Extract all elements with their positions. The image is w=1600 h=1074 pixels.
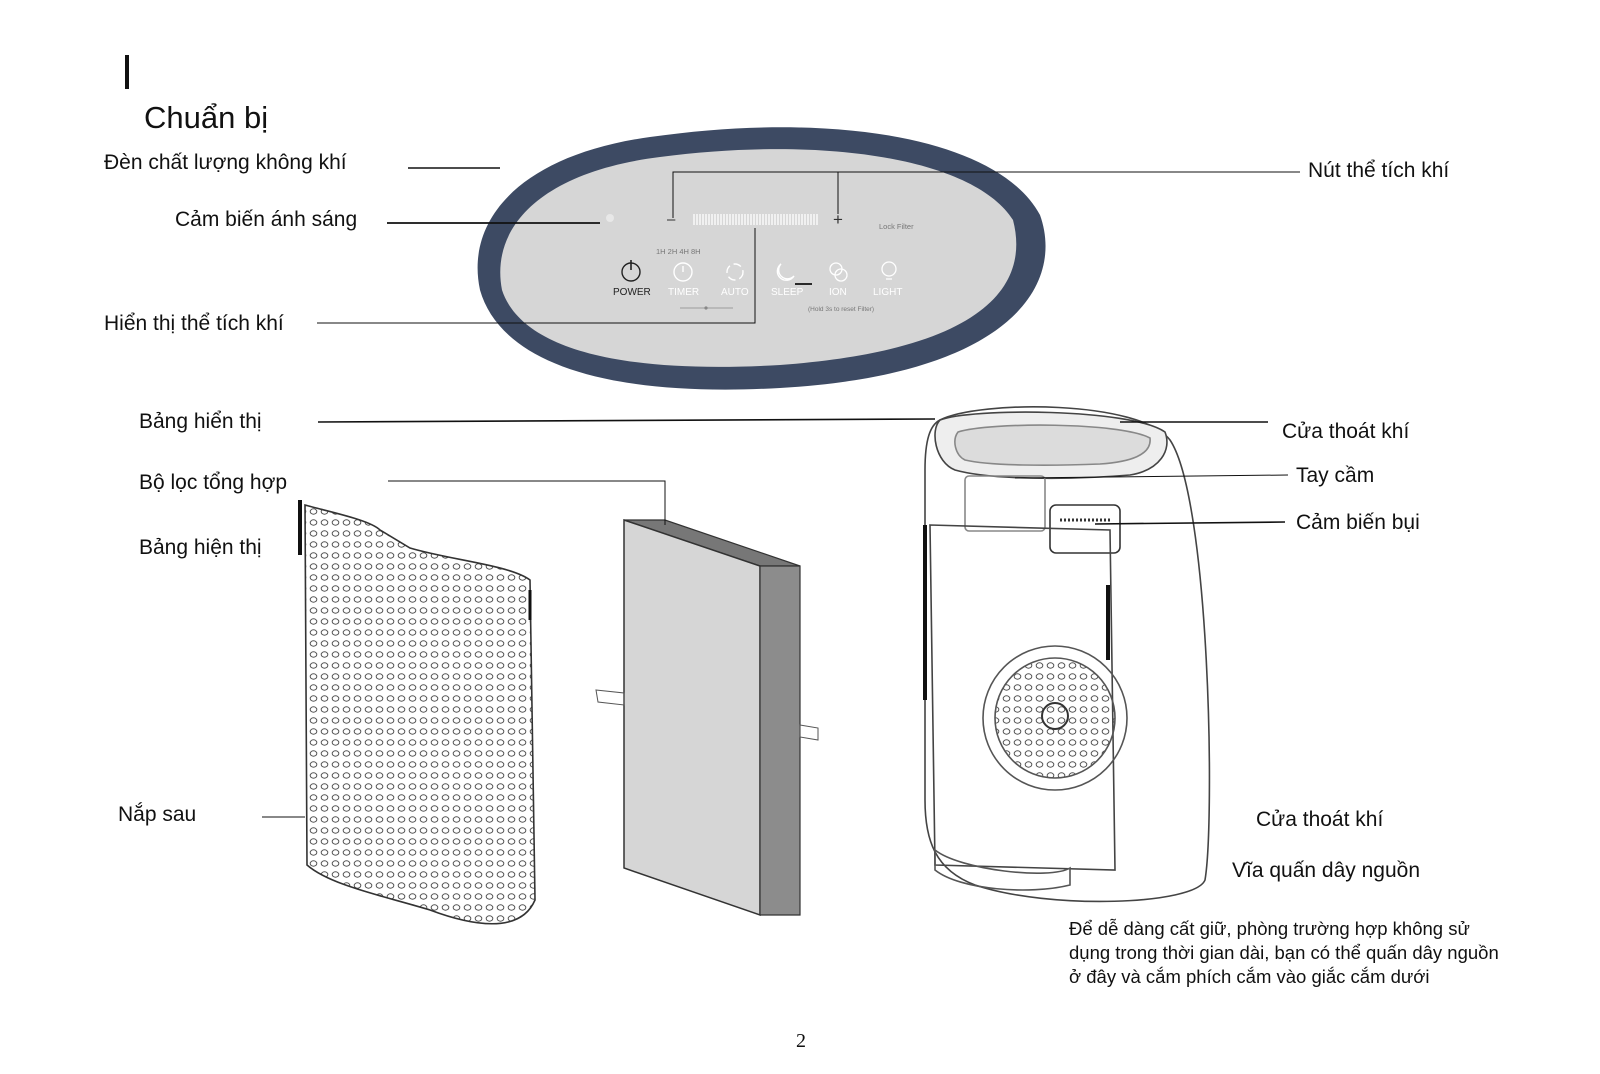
label-back-cover: Nắp sau (118, 803, 197, 826)
timer-icon (673, 262, 693, 282)
label-composite-filter: Bộ lọc tổng hợp (139, 471, 288, 494)
label-light-sensor: Cảm biến ánh sáng (175, 208, 358, 231)
power-icon (621, 260, 641, 282)
airflow-bar-group (693, 214, 818, 225)
timer-marks: 1H 2H 4H 8H (656, 247, 701, 256)
minus-symbol: – (667, 211, 676, 228)
filter-reset-caption: (Hold 3s to reset Filter) (808, 306, 874, 313)
power-button-label: POWER (613, 287, 651, 298)
light-icon (881, 261, 897, 280)
label-airflow-button: Nút thể tích khí (1308, 159, 1450, 182)
label-air-quality-light: Đèn chất lượng không khí (104, 151, 347, 174)
light-button-label: LIGHT (873, 287, 902, 298)
sleep-button-label: SLEEP (771, 287, 804, 298)
label-display-panel-2: Bảng hiện thị (139, 536, 262, 559)
control-panel-face (500, 149, 1017, 367)
label-airflow-display: Hiển thị thể tích khí (104, 312, 284, 335)
leader-lines (262, 167, 1300, 818)
ion-button-label: ION (829, 287, 847, 298)
lock-filter-text: Lock Filter (879, 222, 914, 231)
page-title: Chuẩn bị (144, 100, 269, 135)
page-number: 2 (796, 1030, 806, 1052)
label-handle: Tay cầm (1296, 464, 1375, 487)
label-air-outlet: Cửa thoát khí (1282, 420, 1410, 443)
composite-filter (595, 518, 819, 917)
back-cover (298, 500, 536, 925)
timer-button-label: TIMER (668, 287, 699, 298)
air-purifier-unit (923, 406, 1211, 903)
control-panel: – + Lock Filter 1H 2H 4H 8H POWER TIMER … (477, 127, 1046, 390)
label-air-outlet-2: Cửa thoát khí (1256, 808, 1384, 831)
auto-icon (726, 263, 744, 281)
sleep-icon (776, 263, 795, 281)
title-accent-bar (125, 55, 129, 89)
plus-symbol: + (833, 210, 843, 229)
auto-button-label: AUTO (721, 287, 749, 298)
label-display-panel: Bảng hiển thị (139, 410, 262, 433)
storage-note: Để dễ dàng cất giữ, phòng trường hợp khô… (1069, 918, 1499, 987)
light-sensor-dot (606, 214, 614, 222)
ion-icon (829, 262, 848, 282)
label-dust-sensor: Cảm biến bụi (1296, 511, 1420, 534)
label-cord-wrap: Vĩa quấn dây nguồn (1232, 859, 1420, 882)
